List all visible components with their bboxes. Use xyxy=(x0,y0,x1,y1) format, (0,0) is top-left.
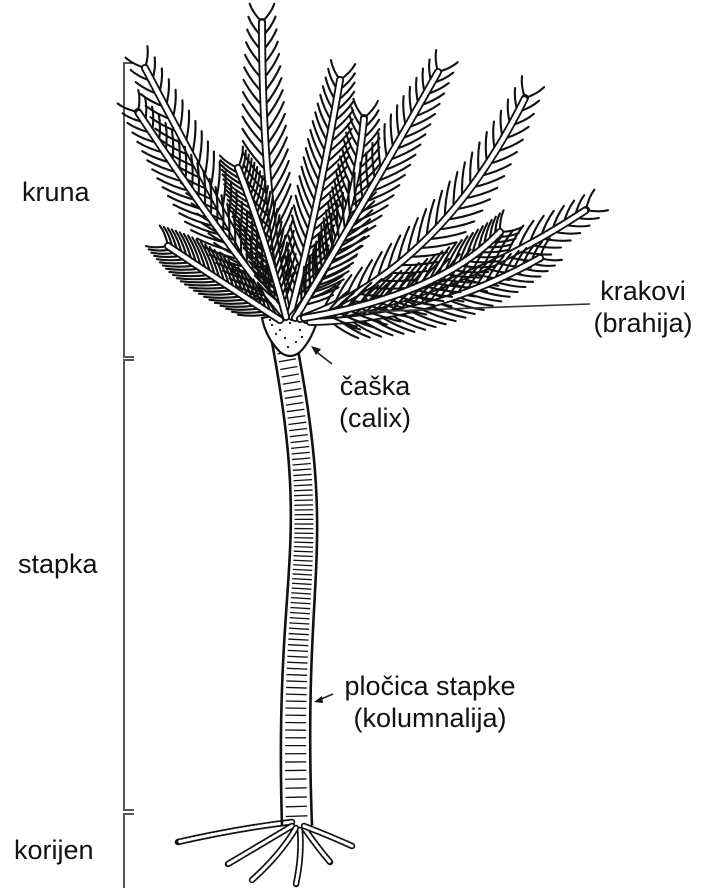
bracket-stapka xyxy=(124,360,134,810)
arrowhead-plocica xyxy=(314,696,323,703)
label-krakovi-text: krakovi xyxy=(585,275,701,307)
label-kruna: kruna xyxy=(22,176,90,208)
label-caska-text: čaška xyxy=(322,370,428,402)
label-korijen: korijen xyxy=(14,834,94,866)
label-plocica: pločica stapke (kolumnalija) xyxy=(330,670,530,734)
label-caska: čaška (calix) xyxy=(322,370,428,434)
label-plocica-text: pločica stapke xyxy=(330,670,530,702)
label-brahija-text: (brahija) xyxy=(585,307,701,339)
stem xyxy=(271,334,317,827)
label-stapka: stapka xyxy=(18,548,98,580)
label-calix-text: (calix) xyxy=(322,402,428,434)
root-4 xyxy=(296,830,301,884)
root-system xyxy=(178,822,352,884)
region-brackets xyxy=(124,63,134,888)
bracket-korijen xyxy=(124,814,134,888)
label-krakovi: krakovi (brahija) xyxy=(585,275,701,339)
label-leaders xyxy=(311,304,590,703)
arms xyxy=(118,4,608,338)
label-kolumnalija-text: (kolumnalija) xyxy=(330,702,530,734)
